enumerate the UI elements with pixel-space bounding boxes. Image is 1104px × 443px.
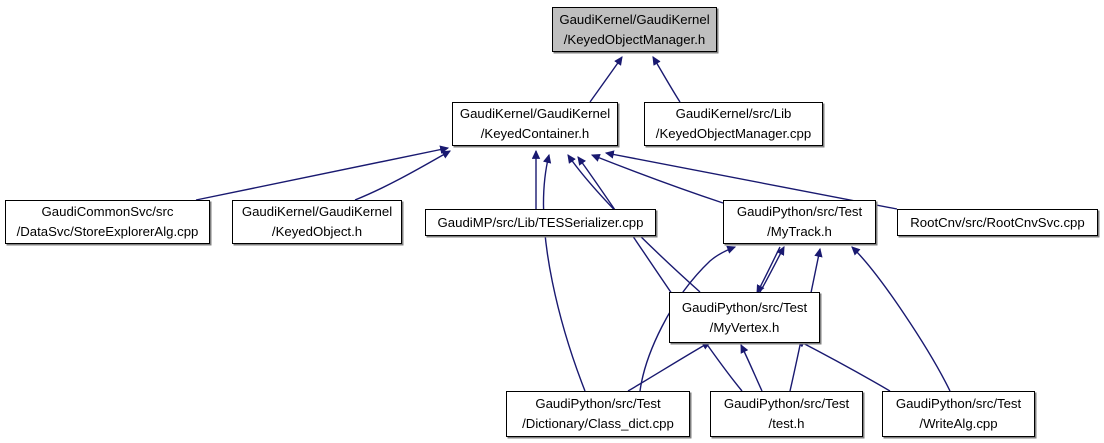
edge-class_dict_cpp-to-myvertex_h	[627, 341, 711, 392]
node-label-line: GaudiKernel/GaudiKernel	[559, 11, 710, 27]
node-label-line: /KeyedObjectManager.cpp	[655, 126, 812, 141]
node-label-line: /KeyedObject.h	[271, 224, 363, 239]
node-label-line: GaudiMP/src/Lib/TESSerializer.cpp	[437, 214, 644, 230]
node-label-line: /KeyedContainer.h	[480, 126, 590, 141]
edge-storeexploreralg_cpp-to-keyedcontainer_h	[195, 145, 450, 201]
edge-class_dict_cpp-to-keyedcontainer_h	[542, 153, 586, 392]
node-label-line: /Dictionary/Class_dict.cpp	[522, 416, 674, 431]
edge-writealg_cpp-to-myvertex_h	[796, 339, 891, 392]
node-keyedobject_h[interactable]: GaudiKernel/GaudiKernel/KeyedObject.h	[232, 200, 402, 244]
node-keyedobjectmanager_cpp[interactable]: GaudiKernel/src/Lib/KeyedObjectManager.c…	[644, 102, 823, 146]
node-class_dict_cpp[interactable]: GaudiPython/src/Test/Dictionary/Class_di…	[506, 391, 690, 437]
node-label-line: GaudiKernel/src/Lib	[675, 106, 792, 121]
node-mytrack_h[interactable]: GaudiPython/src/Test/MyTrack.h	[723, 200, 876, 244]
node-label-line: /MyTrack.h	[767, 224, 832, 239]
node-label-line: /DataSvc/StoreExplorerAlg.cpp	[16, 224, 199, 239]
node-label-line: GaudiCommonSvc/src	[41, 204, 174, 219]
edge-mytrack_h-to-myvertex_h	[756, 246, 781, 294]
node-label-line: GaudiPython/src/Test	[535, 396, 661, 411]
edge-mytrack_h-to-keyedcontainer_h	[590, 153, 724, 204]
node-label-line: GaudiPython/src/Test	[895, 396, 1022, 411]
edge-test_h-to-myvertex_h	[740, 343, 763, 392]
node-label-line: /test.h	[768, 416, 805, 431]
edge-keyedcontainer_h-to-keyedobjectmanager_h	[589, 56, 623, 103]
node-myvertex_h[interactable]: GaudiPython/src/Test/MyVertex.h	[669, 292, 820, 343]
edge-keyedobjectmanager_cpp-to-keyedobjectmanager_h	[652, 56, 681, 103]
node-writealg_cpp[interactable]: GaudiPython/src/Test/WriteAlg.cpp	[882, 391, 1035, 437]
node-label-line: /KeyedObjectManager.h	[563, 31, 706, 47]
node-label-line: GaudiPython/src/Test	[736, 204, 863, 219]
edge-writealg_cpp-to-mytrack_h	[851, 246, 951, 392]
node-keyedcontainer_h[interactable]: GaudiKernel/GaudiKernel/KeyedContainer.h	[452, 102, 618, 146]
node-label-line: GaudiKernel/GaudiKernel	[459, 106, 611, 121]
node-keyedobjectmanager_h: GaudiKernel/GaudiKernel/KeyedObjectManag…	[552, 7, 717, 52]
node-label-line: /MyVertex.h	[709, 319, 780, 335]
node-label-line: /WriteAlg.cpp	[919, 416, 998, 431]
node-test_h[interactable]: GaudiPython/src/Test/test.h	[710, 391, 863, 437]
edge-test_h-to-keyedcontainer_h	[577, 156, 743, 392]
node-label-line: GaudiPython/src/Test	[681, 299, 808, 315]
node-storeexploreralg_cpp[interactable]: GaudiCommonSvc/src/DataSvc/StoreExplorer…	[5, 200, 210, 244]
node-label-line: GaudiPython/src/Test	[723, 396, 850, 411]
node-rootcnvsvc_cpp[interactable]: RootCnv/src/RootCnvSvc.cpp	[897, 209, 1098, 236]
node-label-line: GaudiKernel/GaudiKernel	[241, 204, 393, 219]
edge-keyedobject_h-to-keyedcontainer_h	[354, 150, 451, 201]
edge-myvertex_h-to-mytrack_h	[759, 246, 785, 293]
node-label-line: RootCnv/src/RootCnvSvc.cpp	[910, 214, 1085, 230]
node-tesserializer_cpp[interactable]: GaudiMP/src/Lib/TESSerializer.cpp	[425, 209, 656, 236]
